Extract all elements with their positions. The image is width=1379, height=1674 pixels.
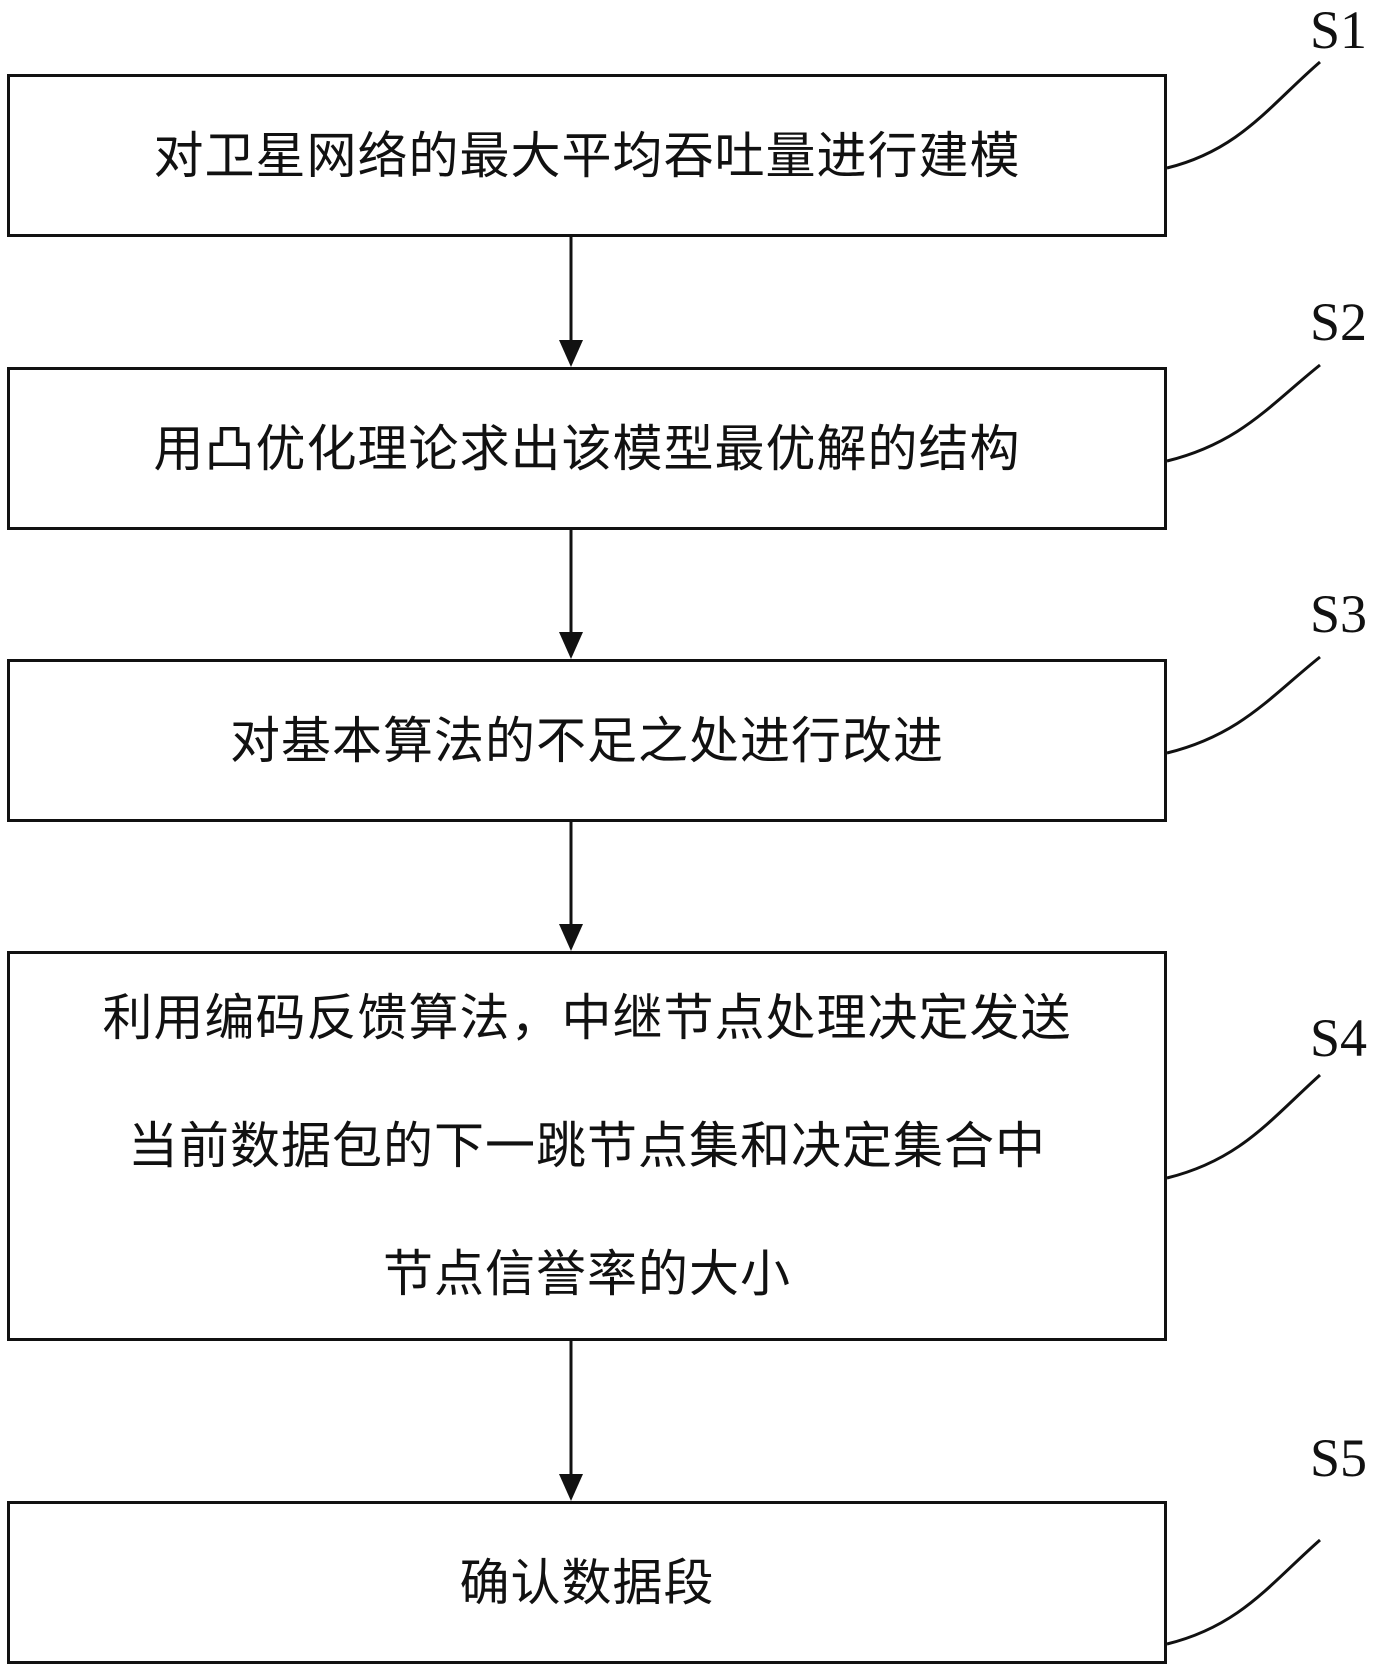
step-label-s2: S2 (1310, 292, 1368, 352)
step-label-s3: S3 (1310, 584, 1368, 644)
step-text-s4: 利用编码反馈算法，中继节点处理决定发送 当前数据包的下一跳节点集和决定集合中 节… (103, 954, 1072, 1338)
step-text-s4-line-1: 利用编码反馈算法，中继节点处理决定发送 (102, 989, 1072, 1047)
step-text-s5-line-1: 确认数据段 (459, 1553, 715, 1612)
arrow-s1-s2 (559, 237, 583, 367)
step-label-s5: S5 (1310, 1428, 1368, 1488)
leader-line-s4 (1166, 1073, 1322, 1180)
leader-line-s1 (1166, 60, 1321, 170)
step-text-s1: 对卫星网络的最大平均吞吐量进行建模 (154, 92, 1021, 220)
step-text-s4-line-3: 节点信誉率的大小 (383, 1245, 791, 1303)
step-box-s2: 用凸优化理论求出该模型最优解的结构 (7, 367, 1167, 530)
step-text-s2-line-1: 用凸优化理论求出该模型最优解的结构 (153, 419, 1021, 478)
arrow-s2-s3 (559, 530, 583, 659)
step-text-s5: 确认数据段 (460, 1519, 715, 1647)
leader-line-s3 (1166, 655, 1321, 755)
step-text-s3-line-1: 对基本算法的不足之处进行改进 (230, 711, 944, 770)
step-text-s4-line-2: 当前数据包的下一跳节点集和决定集合中 (128, 1117, 1046, 1175)
leader-line-s2 (1166, 363, 1321, 463)
step-text-s2: 用凸优化理论求出该模型最优解的结构 (154, 385, 1021, 513)
step-box-s5: 确认数据段 (7, 1501, 1167, 1664)
leader-line-s5 (1166, 1538, 1321, 1646)
step-box-s3: 对基本算法的不足之处进行改进 (7, 659, 1167, 822)
step-label-s1: S1 (1310, 0, 1368, 60)
arrow-s4-s5 (559, 1341, 583, 1501)
step-text-s3: 对基本算法的不足之处进行改进 (230, 677, 944, 805)
step-label-s4: S4 (1310, 1008, 1368, 1068)
step-text-s1-line-1: 对卫星网络的最大平均吞吐量进行建模 (153, 126, 1021, 185)
step-box-s1: 对卫星网络的最大平均吞吐量进行建模 (7, 74, 1167, 237)
arrow-s3-s4 (559, 822, 583, 951)
step-box-s4: 利用编码反馈算法，中继节点处理决定发送 当前数据包的下一跳节点集和决定集合中 节… (7, 951, 1167, 1341)
